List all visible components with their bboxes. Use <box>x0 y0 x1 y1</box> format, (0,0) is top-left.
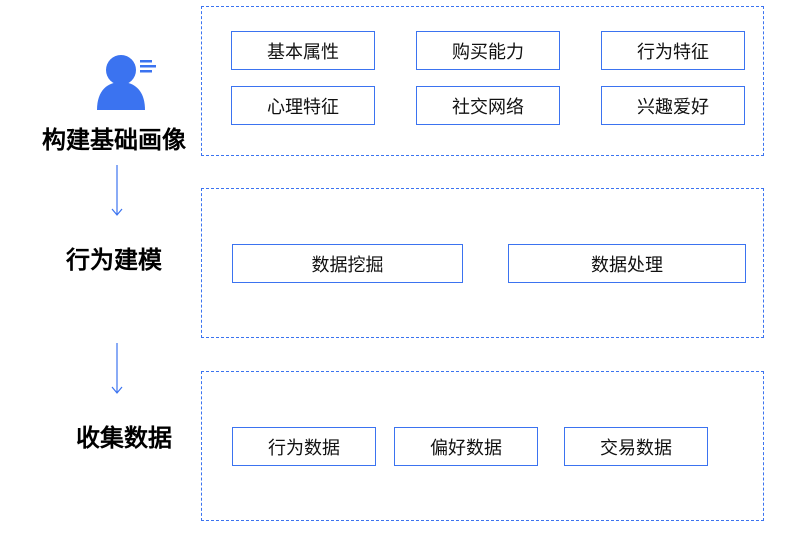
arrow-down-icon <box>111 343 123 394</box>
arrow-down-icon <box>111 165 123 216</box>
item-box: 数据处理 <box>508 244 746 283</box>
item-box: 心理特征 <box>231 86 375 125</box>
item-box: 交易数据 <box>564 427 708 466</box>
stage-title-collect: 收集数据 <box>76 424 172 452</box>
stage-title-profile: 构建基础画像 <box>42 126 186 154</box>
item-box: 行为数据 <box>232 427 376 466</box>
item-box: 行为特征 <box>601 31 745 70</box>
stage-title-modeling: 行为建模 <box>66 246 162 274</box>
item-box: 社交网络 <box>416 86 560 125</box>
user-profile-icon <box>97 55 156 110</box>
panel-modeling <box>201 188 764 338</box>
item-box: 基本属性 <box>231 31 375 70</box>
item-box: 购买能力 <box>416 31 560 70</box>
panel-profile <box>201 6 764 156</box>
panel-collect <box>201 371 764 521</box>
item-box: 兴趣爱好 <box>601 86 745 125</box>
item-box: 数据挖掘 <box>232 244 463 283</box>
item-box: 偏好数据 <box>394 427 538 466</box>
